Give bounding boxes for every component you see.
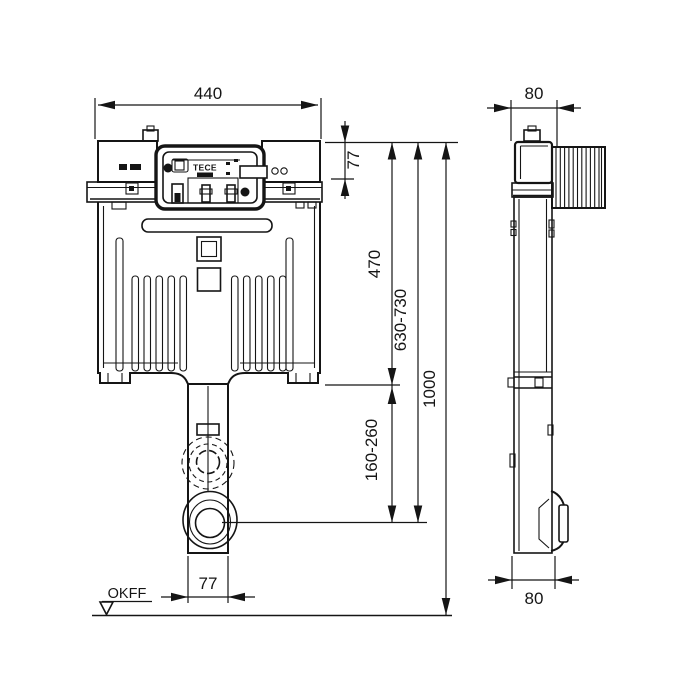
arrowhead: [387, 387, 397, 404]
dimension-80-top: 80: [487, 84, 581, 146]
arrowhead: [387, 142, 397, 160]
side-outlet-elbow: [538, 490, 569, 552]
arrowhead: [340, 179, 350, 196]
arrowhead: [340, 125, 350, 143]
dim-label-floor-to-outlet: 160-260: [362, 419, 381, 481]
arrowhead: [555, 575, 572, 585]
arrowhead: [387, 505, 397, 523]
service-box-left: [97, 140, 158, 183]
tank-crossbar: [141, 218, 273, 233]
dimension-630-730: 630-730: [391, 142, 423, 523]
inspection-frame: TECE: [154, 144, 268, 211]
dimension-160-260: 160-260: [362, 385, 397, 523]
inlet-knockout-circle: [181, 436, 235, 490]
dimension-77-top: 77: [331, 121, 363, 199]
lever-opening: [239, 165, 268, 179]
side-flange: [511, 182, 554, 198]
service-box-right: [261, 140, 321, 183]
level-marker-icon: [98, 601, 115, 617]
ribbed-protection-box: [551, 146, 606, 209]
arrowhead: [301, 100, 318, 110]
side-service-box: [513, 140, 554, 185]
dim-label-cistern-height: 470: [365, 250, 384, 278]
cistern-tank: [97, 202, 321, 385]
dim-label-front-width: 440: [194, 84, 222, 103]
arrowhead: [494, 103, 511, 113]
dimension-80-bottom: 80: [488, 556, 579, 608]
dimension-470: 470: [365, 142, 397, 385]
arrowhead: [557, 103, 574, 113]
arrowhead: [413, 142, 423, 160]
frame-clip: [199, 184, 213, 203]
tank-ribs-left: [115, 237, 188, 372]
dimension-440: 440: [94, 84, 322, 139]
side-column: [507, 196, 569, 554]
front-view: TECE: [86, 125, 323, 554]
dim-label-top-to-outlet: 630-730: [391, 289, 410, 351]
floor-reference-label: OKFF: [108, 586, 147, 602]
dim-label-total-height: 1000: [420, 370, 439, 408]
dim-label-flush-bend-width: 77: [199, 574, 218, 593]
tank-square-upper: [196, 236, 222, 262]
dim-label-service-box-height: 77: [344, 151, 363, 170]
side-view: [507, 125, 606, 554]
arrowhead: [228, 592, 245, 602]
arrowhead: [441, 142, 451, 160]
arrowhead: [387, 368, 397, 385]
brand-logo: TECE: [193, 163, 217, 173]
fill-valve-chimney: [142, 125, 159, 142]
tank-square-lower: [196, 267, 222, 292]
tank-ribs-right: [230, 237, 294, 372]
arrowhead: [98, 100, 115, 110]
frame-clip: [224, 184, 238, 203]
dim-label-side-depth-bottom: 80: [525, 589, 544, 608]
arrowhead: [171, 592, 188, 602]
arrowhead: [495, 575, 512, 585]
dimension-77-bottom: 77: [161, 556, 255, 603]
flush-bend-column: [181, 383, 238, 554]
floor-reference: OKFF: [92, 586, 452, 617]
arrowhead: [441, 598, 451, 615]
arrowhead: [413, 505, 423, 523]
side-fill-valve-chimney: [523, 125, 541, 142]
dim-label-side-depth-top: 80: [525, 84, 544, 103]
dimension-1000: 1000: [420, 142, 451, 615]
